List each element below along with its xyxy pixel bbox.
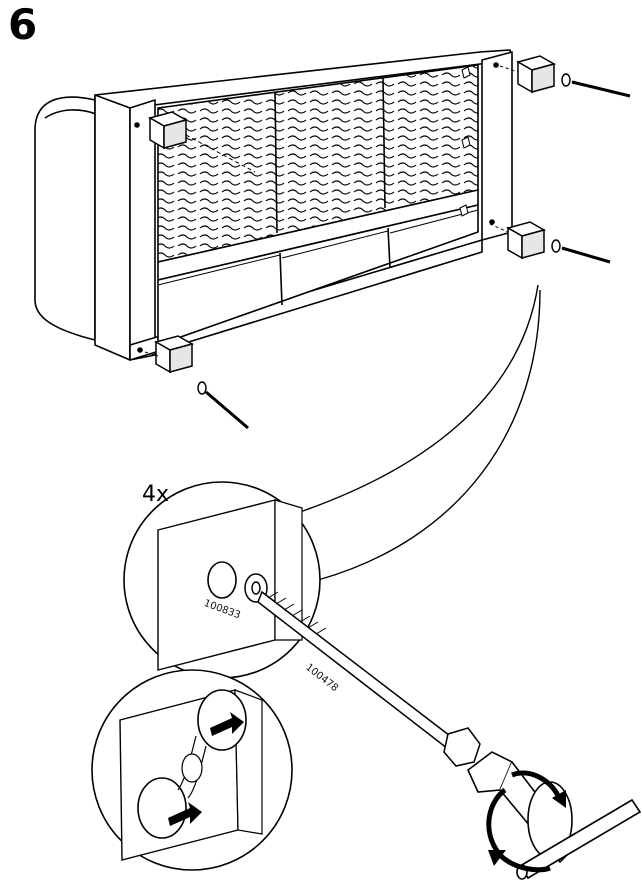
press-arrow-icon xyxy=(168,712,244,826)
leg-block-icon xyxy=(499,55,631,98)
hole-detail-circle xyxy=(91,669,293,871)
quantity-label: 4x xyxy=(142,482,170,507)
hex-key-icon xyxy=(467,751,642,880)
rotate-arrow-icon xyxy=(486,770,566,873)
left-armrest xyxy=(34,96,96,341)
leg-block-icon xyxy=(148,111,256,173)
step-number: 6 xyxy=(8,0,38,49)
frame-right-post xyxy=(481,51,513,241)
sofa-frame xyxy=(34,49,513,361)
leg-block-icon xyxy=(489,221,611,264)
frame-bottom-rail xyxy=(129,239,483,361)
frame-left-post xyxy=(94,94,131,361)
callout-connector xyxy=(299,284,541,581)
bolt-icon xyxy=(257,590,481,767)
detail-circle xyxy=(123,481,321,679)
leg-block-icon xyxy=(144,335,249,430)
